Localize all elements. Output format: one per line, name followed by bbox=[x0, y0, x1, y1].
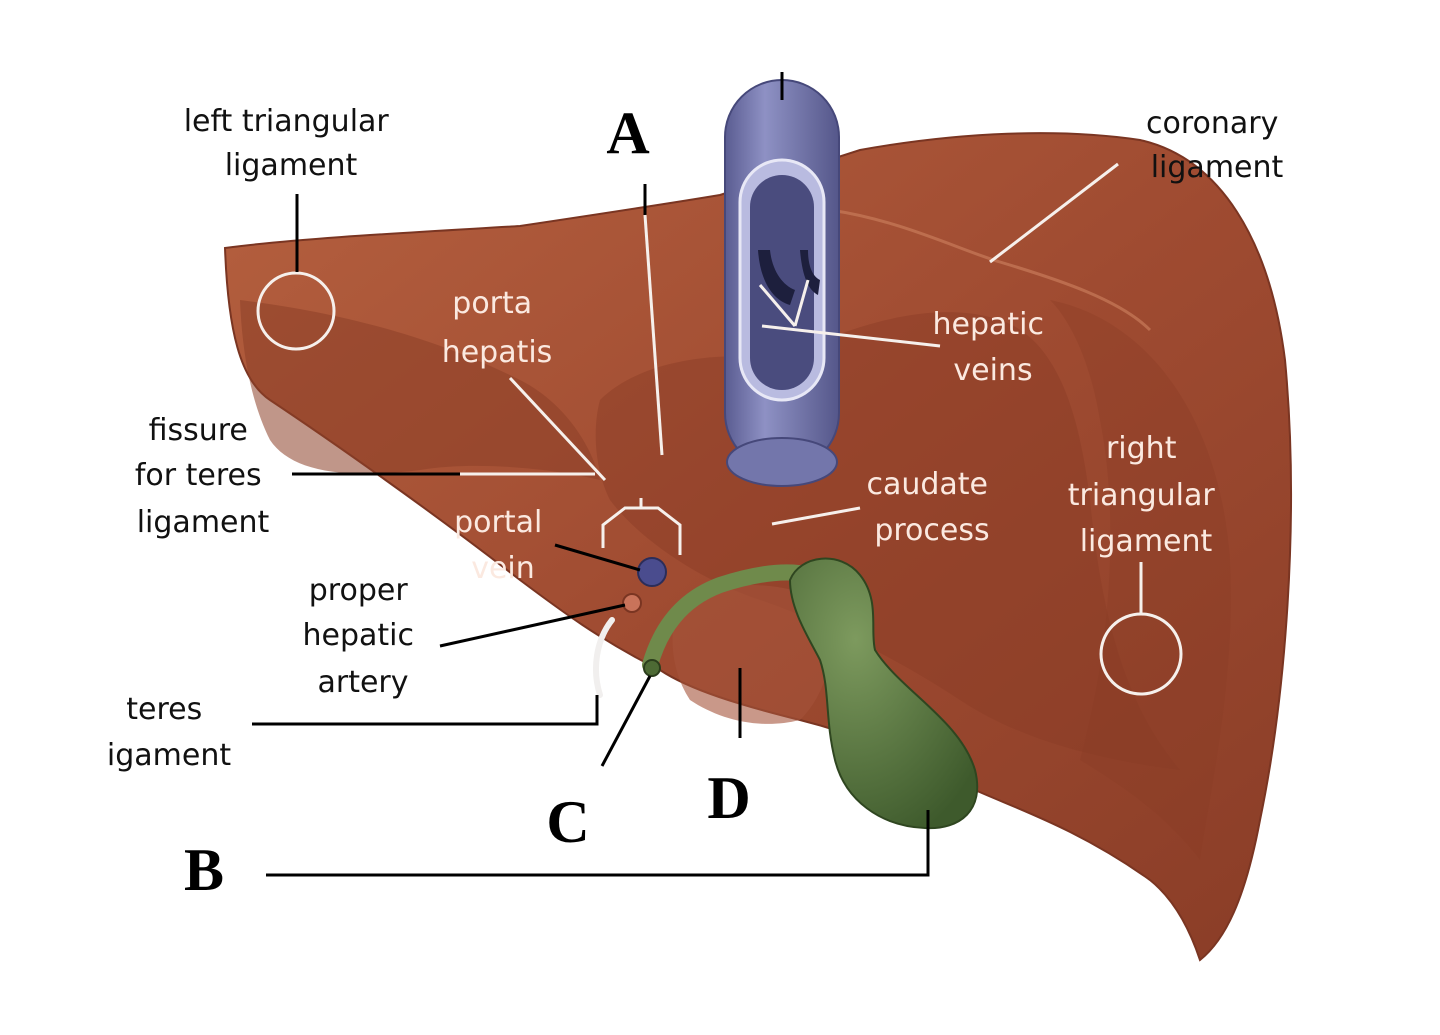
hepatic-artery-stump bbox=[622, 593, 642, 613]
leader-b bbox=[266, 810, 930, 877]
label-fissure-for-teres-ligament: fissure for teres ligament bbox=[135, 413, 271, 540]
leader-portal-vein bbox=[554, 543, 641, 572]
leader-lines bbox=[252, 72, 1143, 877]
leader-hepatic-veins-2 bbox=[758, 284, 797, 327]
label-teres-ligament: teres igament bbox=[107, 692, 231, 773]
label-caudate-process: caudate process bbox=[866, 467, 997, 548]
teres-ligament-cord bbox=[593, 617, 615, 698]
left-lobe-fold bbox=[240, 300, 600, 480]
hepatic-vein-openings bbox=[758, 250, 820, 305]
left-triangular-ligament-marker bbox=[256, 271, 336, 351]
coronary-ridge bbox=[829, 208, 1152, 332]
leader-coronary bbox=[989, 162, 1119, 264]
gallbladder-body bbox=[788, 557, 979, 830]
leader-caudate bbox=[771, 506, 861, 526]
letter-c: C bbox=[546, 789, 589, 855]
leader-hepatic-artery bbox=[439, 603, 626, 648]
ivc-bottom-opening bbox=[726, 437, 838, 487]
leader-hepatic-veins-1 bbox=[761, 324, 941, 348]
bile-duct bbox=[642, 564, 818, 673]
inferior-vena-cava bbox=[724, 79, 840, 487]
letter-b: B bbox=[184, 837, 224, 903]
quadrate-lobe bbox=[672, 585, 831, 724]
porta-hepatis-vessels bbox=[593, 557, 818, 698]
label-coronary-ligament: coronary ligament bbox=[1146, 106, 1288, 185]
leader-teres-ligament bbox=[252, 695, 599, 726]
letter-d: D bbox=[707, 765, 750, 831]
portal-vein-stump bbox=[637, 557, 667, 587]
label-proper-hepatic-artery: proper hepatic artery bbox=[302, 573, 423, 700]
leader-hepatic-veins-3 bbox=[793, 279, 810, 327]
letter-a: A bbox=[606, 100, 649, 166]
leader-a-lower bbox=[643, 214, 664, 456]
label-hepatic-veins: hepatic veins bbox=[932, 307, 1053, 388]
cystic-duct-end bbox=[643, 659, 661, 677]
leader-porta-hepatis bbox=[508, 376, 607, 482]
label-right-triangular-ligament: right triangular ligament bbox=[1068, 431, 1225, 559]
label-left-triangular-ligament: left triangular ligament bbox=[184, 104, 399, 183]
leader-c bbox=[600, 675, 652, 767]
label-portal-vein: portal vein bbox=[454, 505, 552, 586]
label-porta-hepatis: porta hepatis bbox=[442, 286, 553, 370]
gallbladder bbox=[788, 557, 979, 830]
